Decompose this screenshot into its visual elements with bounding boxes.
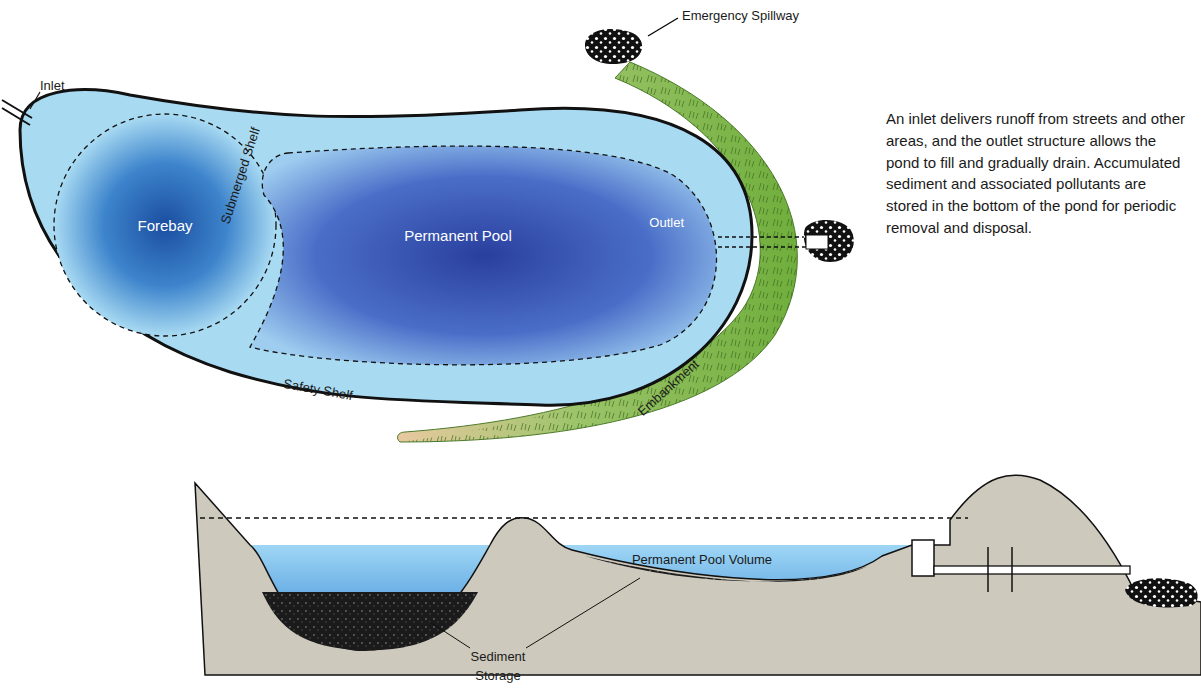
- permanent-pool-region: Permanent Pool: [228, 135, 728, 367]
- region-label: Forebay: [137, 217, 192, 234]
- inlet-label: Inlet: [40, 78, 65, 93]
- description-note: An inlet delivers runoff from streets an…: [886, 108, 1192, 239]
- spillway-label: Emergency Spillway: [682, 8, 799, 23]
- region-label: Permanent Pool: [404, 226, 512, 243]
- sediment-label: Sediment Storage: [453, 648, 543, 686]
- outlet-label: Outlet: [649, 215, 684, 230]
- region-outline: [228, 135, 728, 367]
- volume-label: Permanent Pool Volume: [632, 552, 772, 567]
